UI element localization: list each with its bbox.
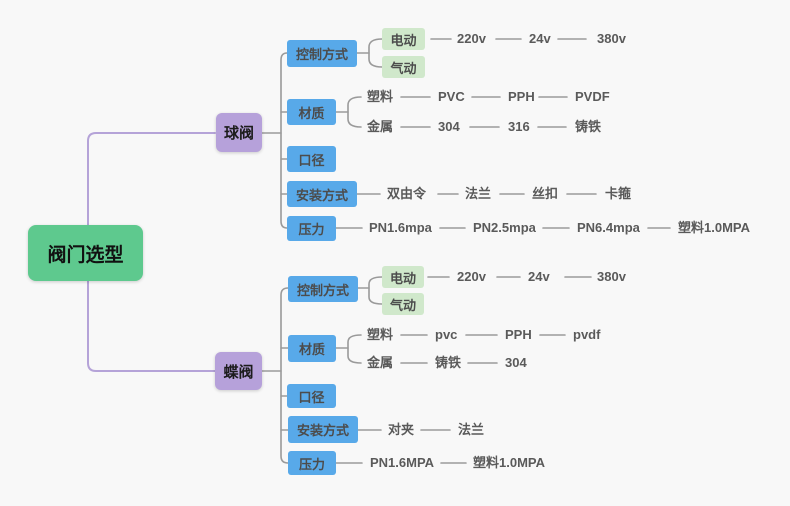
ball-pph-node[interactable]: PPH — [508, 89, 535, 104]
ball-double-union-node[interactable]: 双由令 — [387, 186, 427, 201]
butterfly-pressure-node[interactable]: 压力 — [288, 451, 336, 475]
branch-butterfly-valve-node[interactable]: 蝶阀 — [215, 352, 262, 390]
ball-pn64-node[interactable]: PN6.4mpa — [577, 220, 640, 235]
ball-pn25-node[interactable]: PN2.5mpa — [473, 220, 536, 235]
ball-diameter-node[interactable]: 口径 — [287, 146, 336, 172]
ball-metal-node[interactable]: 金属 — [367, 119, 394, 134]
ball-clamp-node[interactable]: 卡箍 — [605, 186, 632, 201]
butterfly-plastic-pn10-node[interactable]: 塑料1.0MPA — [473, 455, 545, 470]
ball-plastic-pn10-node[interactable]: 塑料1.0MPA — [678, 220, 750, 235]
ball-electric-node[interactable]: 电动 — [382, 28, 425, 50]
ball-voltage-380v-node[interactable]: 380v — [597, 31, 626, 46]
butterfly-installation-node[interactable]: 安装方式 — [288, 416, 358, 443]
ball-pneumatic-node[interactable]: 气动 — [382, 56, 425, 78]
ball-voltage-220v-node[interactable]: 220v — [457, 31, 486, 46]
butterfly-pph-node[interactable]: PPH — [505, 327, 532, 342]
ball-304-node[interactable]: 304 — [438, 119, 460, 134]
ball-cast-iron-node[interactable]: 铸铁 — [575, 119, 602, 134]
butterfly-voltage-24v-node[interactable]: 24v — [528, 269, 550, 284]
ball-voltage-24v-node[interactable]: 24v — [529, 31, 551, 46]
ball-installation-node[interactable]: 安装方式 — [287, 181, 357, 207]
butterfly-pvdf-node[interactable]: pvdf — [573, 327, 601, 342]
ball-pvc-node[interactable]: PVC — [438, 89, 465, 104]
ball-pn16-node[interactable]: PN1.6mpa — [369, 220, 432, 235]
ball-thread-node[interactable]: 丝扣 — [532, 186, 559, 201]
ball-material-node[interactable]: 材质 — [287, 99, 336, 125]
butterfly-control-method-node[interactable]: 控制方式 — [288, 276, 358, 302]
butterfly-diameter-node[interactable]: 口径 — [287, 384, 336, 408]
butterfly-304-node[interactable]: 304 — [505, 355, 527, 370]
ball-pvdf-node[interactable]: PVDF — [575, 89, 610, 104]
ball-316-node[interactable]: 316 — [508, 119, 530, 134]
butterfly-flange-node[interactable]: 法兰 — [458, 422, 485, 437]
butterfly-electric-node[interactable]: 电动 — [382, 266, 424, 288]
butterfly-voltage-220v-node[interactable]: 220v — [457, 269, 486, 284]
branch-ball-valve-node[interactable]: 球阀 — [216, 113, 262, 152]
butterfly-pneumatic-node[interactable]: 气动 — [382, 293, 424, 315]
butterfly-material-node[interactable]: 材质 — [288, 335, 336, 362]
butterfly-cast-iron-node[interactable]: 铸铁 — [435, 355, 462, 370]
butterfly-voltage-380v-node[interactable]: 380v — [597, 269, 626, 284]
butterfly-pvc-node[interactable]: pvc — [435, 327, 458, 342]
butterfly-metal-node[interactable]: 金属 — [367, 355, 394, 370]
root-node[interactable]: 阀门选型 — [28, 225, 143, 281]
butterfly-wafer-node[interactable]: 对夹 — [388, 422, 415, 437]
butterfly-plastic-node[interactable]: 塑料 — [367, 327, 394, 342]
butterfly-pn16-node[interactable]: PN1.6MPA — [370, 455, 435, 470]
ball-plastic-node[interactable]: 塑料 — [367, 89, 394, 104]
ball-pressure-node[interactable]: 压力 — [287, 216, 336, 241]
ball-control-method-node[interactable]: 控制方式 — [287, 40, 357, 67]
ball-flange-node[interactable]: 法兰 — [465, 186, 492, 201]
